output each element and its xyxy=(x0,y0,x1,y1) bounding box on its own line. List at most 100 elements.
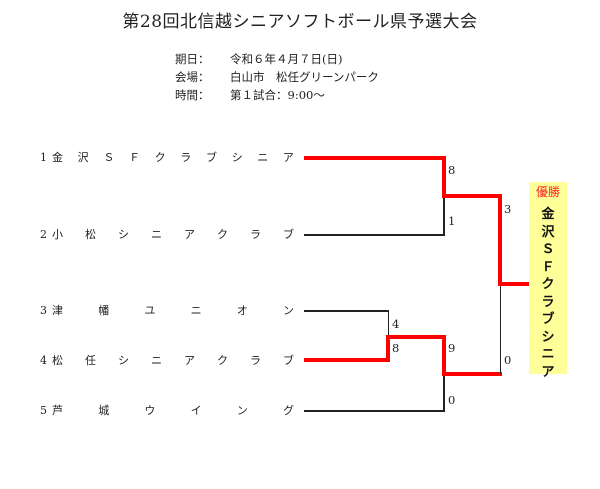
score-final-top: 3 xyxy=(504,202,512,216)
team-seed: 4 xyxy=(40,353,47,367)
score-r1-team2: 1 xyxy=(448,214,456,228)
char: 松 xyxy=(52,354,63,367)
score-r1-team3: 4 xyxy=(392,317,400,331)
char: シ xyxy=(118,354,129,367)
info-label: 期日： xyxy=(175,52,210,66)
score-r1-team1: 8 xyxy=(448,163,456,177)
team-name: 小松シニアクラブ xyxy=(52,226,298,242)
char: 沢 xyxy=(77,151,89,164)
char: 幡 xyxy=(98,304,110,317)
char: ブ xyxy=(541,312,555,327)
team-5: 5 芦 城 ウ イ ン グ xyxy=(40,402,298,418)
bracket-line-team5 xyxy=(304,410,445,412)
info-value: 令和６年４月７日(日) xyxy=(230,52,343,66)
char: ン xyxy=(236,404,248,417)
score-sf-team4: 9 xyxy=(448,341,456,355)
bracket-line-final-loser-vertical xyxy=(499,284,501,374)
char: シ xyxy=(118,228,129,241)
char: Ｓ xyxy=(103,151,115,164)
team-name: 津幡ユニオン xyxy=(52,302,298,318)
bracket-line-m1-to-final xyxy=(442,194,502,198)
bracket-line-team2 xyxy=(304,234,445,236)
team-seed: 2 xyxy=(40,227,47,241)
char: ク xyxy=(154,151,166,164)
team-name: 松任シニアクラブ xyxy=(52,352,298,368)
char: ニ xyxy=(151,354,162,367)
char: 芦 xyxy=(52,404,63,417)
bracket-line-team1 xyxy=(304,156,446,160)
char: イ xyxy=(190,404,202,417)
char: ブ xyxy=(283,228,294,241)
char: 城 xyxy=(98,404,110,417)
bracket-line-m2-to-sf xyxy=(386,335,446,339)
char: グ xyxy=(282,404,294,417)
char: 金 xyxy=(541,207,555,222)
bracket-line-sf-winner-vertical xyxy=(442,335,446,376)
bracket-line-champion xyxy=(498,282,530,286)
char: ア xyxy=(282,151,294,164)
bracket-line-team3 xyxy=(304,310,389,312)
char: シ xyxy=(231,151,243,164)
char: Ｆ xyxy=(128,151,140,164)
char: ラ xyxy=(250,228,261,241)
team-3: 3 津 幡 ユ ニ オ ン xyxy=(40,302,298,318)
char: 松 xyxy=(85,228,96,241)
char: ニ xyxy=(190,304,202,317)
team-4: 4 松任シニアクラブ xyxy=(40,352,298,368)
char: ニ xyxy=(151,228,162,241)
score-final-bottom: 0 xyxy=(504,353,512,367)
char: ブ xyxy=(205,151,217,164)
info-time: 時間： 第１試合：9:00～ xyxy=(175,86,379,104)
char: Ｆ xyxy=(541,259,555,275)
team-2: 2 小 松 シ ニ ア ク ラ ブ xyxy=(40,226,298,242)
bracket-line-sf-to-final xyxy=(442,372,502,376)
team-seed: 3 xyxy=(40,303,47,317)
bracket-line-m2-loser-vertical xyxy=(387,310,389,338)
char: ユ xyxy=(144,304,156,317)
char: ニ xyxy=(257,151,269,164)
char: 沢 xyxy=(541,224,555,240)
info-value: 第１試合：9:00～ xyxy=(230,88,325,102)
bracket-line-m1-winner-vertical xyxy=(442,156,446,198)
info-value: 白山市 松任グリーンパーク xyxy=(230,70,379,84)
event-info: 期日： 令和６年４月７日(日) 会場： 白山市 松任グリーンパーク 時間： 第１… xyxy=(175,50,379,104)
char: ン xyxy=(282,304,294,317)
char: ラ xyxy=(180,151,192,164)
bracket-line-team4 xyxy=(304,358,390,362)
char: シ xyxy=(541,329,555,345)
char: 小 xyxy=(52,228,63,241)
bracket-line-m1-loser-vertical xyxy=(443,196,445,235)
char: ニ xyxy=(541,347,555,362)
bracket-line-sf-loser-vertical xyxy=(443,374,445,411)
info-label: 会場： xyxy=(175,70,210,84)
char: 金 xyxy=(52,151,63,164)
char: ク xyxy=(217,228,228,241)
char: ク xyxy=(541,277,555,292)
bracket-line-final-winner-vertical xyxy=(498,194,502,286)
char: ラ xyxy=(541,294,555,310)
champion-label: 優勝 xyxy=(535,185,560,199)
page-title: 第28回北信越シニアソフトボール県予選大会 xyxy=(122,12,478,32)
char: オ xyxy=(236,304,248,317)
char: ウ xyxy=(144,404,156,417)
char: ア xyxy=(541,364,555,380)
char: 任 xyxy=(85,354,96,367)
char: 津 xyxy=(52,304,63,317)
score-r1-team4: 8 xyxy=(392,341,400,355)
char: Ｓ xyxy=(541,242,555,257)
info-date: 期日： 令和６年４月７日(日) xyxy=(175,50,379,68)
char: ブ xyxy=(283,354,294,367)
team-seed: 1 xyxy=(40,150,47,164)
team-seed: 5 xyxy=(40,403,47,417)
char: ク xyxy=(217,354,228,367)
team-name: 芦城ウイング xyxy=(52,402,298,418)
char: ラ xyxy=(250,354,261,367)
info-venue: 会場： 白山市 松任グリーンパーク xyxy=(175,68,379,86)
char: ア xyxy=(184,228,195,241)
score-sf-team5: 0 xyxy=(448,393,456,407)
info-label: 時間： xyxy=(175,88,210,102)
